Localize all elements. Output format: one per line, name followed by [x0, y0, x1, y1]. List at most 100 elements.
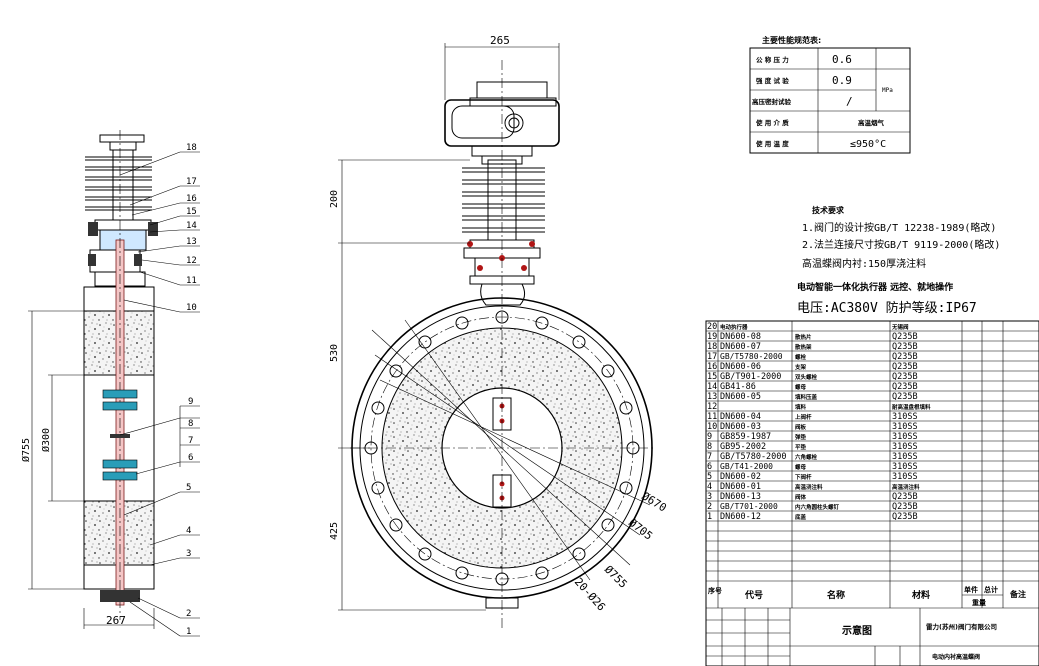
title-block-company: 雷力(苏州)阀门有限公司: [926, 622, 997, 631]
bom-no: 5: [707, 472, 712, 482]
bom-rows: 20 电动执行器 无锡阀 19 DN600-08 散热片 Q235B 18 DN…: [707, 322, 931, 522]
bom-name: 六角螺栓: [795, 453, 818, 461]
bom-name: 填料压盖: [795, 393, 818, 401]
bom-material: 高温浇注料: [892, 483, 920, 491]
bom-no: 7: [707, 452, 712, 462]
balloon: 18: [186, 143, 197, 153]
dim-d670: Ø670: [639, 490, 668, 515]
bom-code: GB/T5780-2000: [720, 452, 787, 462]
bom-no: 16: [707, 362, 717, 372]
tech-req-title: 技术要求: [812, 205, 845, 215]
balloon: 15: [186, 207, 197, 217]
bom-material: Q235B: [892, 492, 918, 502]
bom-no: 17: [707, 352, 717, 362]
bom-material: 310SS: [892, 452, 918, 462]
bom-no: 8: [707, 442, 712, 452]
bom-material: 310SS: [892, 432, 918, 442]
perf-row-label: 使 用 介 质: [755, 118, 789, 127]
balloon: 13: [186, 237, 197, 247]
balloon: 6: [188, 453, 193, 463]
bom-name: 阀板: [795, 423, 807, 431]
perf-unit: MPa: [882, 87, 893, 94]
perf-table-frame: [749, 47, 911, 154]
bom-code: DN600-05: [720, 392, 761, 402]
bom-header-name: 名称: [827, 589, 845, 601]
bom-code: DN600-01: [720, 482, 761, 492]
bom-material: 310SS: [892, 442, 918, 452]
perf-row-label: 使 用 温 度: [755, 139, 789, 148]
balloon: 2: [186, 609, 191, 619]
bom-name: 阀体: [795, 493, 807, 501]
bom-header-weight: 重量: [972, 598, 986, 607]
dim-d755-left: Ø755: [20, 438, 32, 462]
bom-name: 高温浇注料: [795, 483, 823, 491]
bom-name: 双头螺栓: [795, 373, 818, 381]
bom-material: Q235B: [892, 332, 918, 342]
bom-no: 4: [707, 482, 712, 492]
bom-name: 上阀杆: [795, 413, 812, 421]
bom-name: 螺栓: [795, 353, 807, 361]
bom-code: DN600-06: [720, 362, 761, 372]
bom-code: GB859-1987: [720, 432, 771, 442]
bom-material: Q235B: [892, 382, 918, 392]
perf-row-value: 0.9: [832, 74, 852, 87]
balloon: 17: [186, 177, 197, 187]
bom-no: 15: [707, 372, 717, 382]
dim-h425: 425: [329, 522, 340, 540]
front-view: [338, 43, 655, 630]
bom-code: DN600-04: [720, 412, 761, 422]
perf-row-label: 强 度 试 验: [756, 76, 789, 85]
bom-material: 310SS: [892, 462, 918, 472]
tech-req-line: 1.阀门的设计按GB/T 12238-1989(略改): [802, 221, 996, 234]
bom-material: 310SS: [892, 412, 918, 422]
bom-code: GB/T901-2000: [720, 372, 781, 382]
bom-header-seq: 序号: [707, 586, 722, 595]
bom-no: 13: [707, 392, 717, 402]
perf-row-label: 高压密封试验: [752, 97, 792, 106]
dim-d300: Ø300: [40, 428, 52, 452]
title-block-drawing: 示意图: [842, 624, 872, 637]
bom-name: 螺母: [795, 383, 807, 391]
dim-holes: 20-Ø26: [572, 575, 608, 613]
bom-no: 19: [707, 332, 717, 342]
bom-name: 支架: [794, 363, 807, 371]
bom-code: GB41-86: [720, 382, 756, 392]
bom-no: 11: [707, 412, 717, 422]
balloon: 16: [186, 194, 197, 204]
bom-material: Q235B: [892, 372, 918, 382]
bom-code: DN600-12: [720, 512, 761, 522]
bom-no: 2: [707, 502, 712, 512]
dim-h200: 200: [329, 190, 340, 208]
dim-h530: 530: [329, 344, 340, 362]
tech-req-line: 2.法兰连接尺寸按GB/T 9119-2000(略改): [802, 238, 1000, 251]
bom-material: Q235B: [892, 512, 918, 522]
bom-material: 310SS: [892, 472, 918, 482]
perf-table-title: 主要性能规范表:: [762, 35, 821, 45]
bom-material: Q235B: [892, 352, 918, 362]
balloon: 1: [186, 627, 191, 637]
perf-row-value: 高温烟气: [858, 118, 885, 127]
bom-no: 14: [707, 382, 717, 392]
bom-code: DN600-08: [720, 332, 761, 342]
bom-name: 下阀杆: [795, 473, 812, 481]
bom-code: DN600-13: [720, 492, 761, 502]
balloon: 5: [186, 483, 191, 493]
bom-code: GB/T701-2000: [720, 502, 778, 511]
title-block-product: 电动内衬高温蝶阀: [932, 653, 980, 661]
bom-header-remark: 备注: [1009, 589, 1026, 599]
bom-code: GB95-2002: [720, 442, 766, 452]
bom-code: GB/T41-2000: [720, 462, 773, 471]
bom-no: 9: [707, 432, 712, 442]
bom-code: DN600-07: [720, 342, 761, 352]
perf-row-value: 0.6: [832, 53, 852, 66]
bom-code: DN600-03: [720, 422, 761, 432]
bom-name: 内六角圆柱头螺钉: [795, 503, 840, 511]
dim-bottom-267: 267: [106, 614, 126, 627]
bom-code: GB/T5780-2000: [720, 352, 783, 361]
bom-name: 散热架: [795, 343, 812, 351]
bom-header-total: 总计: [984, 585, 998, 594]
bom-name: 底盖: [794, 513, 807, 521]
tech-req-line: 高温蝶阀内衬:150厚浇注料: [802, 257, 926, 270]
balloon: 11: [186, 276, 197, 286]
bom-no: 20: [707, 322, 717, 332]
